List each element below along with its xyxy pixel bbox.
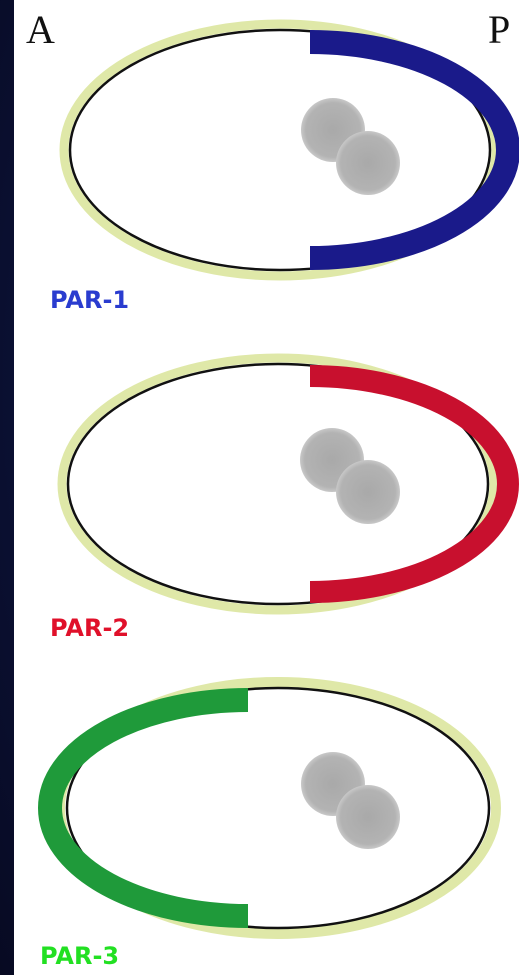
- cell-par3: [38, 677, 501, 939]
- cell-par1-membrane: [68, 28, 492, 272]
- par1-label: PAR-1: [50, 286, 130, 314]
- cell-par1-domain: [309, 30, 519, 270]
- cell-par2-nucleus: [300, 428, 400, 524]
- cell-par2-membrane: [66, 362, 490, 606]
- cell-par1: [59, 19, 519, 281]
- par2-label: PAR-2: [50, 614, 130, 642]
- posterior-label: P: [488, 7, 511, 52]
- par3-label: PAR-3: [40, 942, 120, 970]
- cell-par3-nucleus: [301, 752, 400, 849]
- cell-par2-halo: [57, 353, 499, 615]
- cell-par2-domain: [309, 365, 519, 603]
- cell-par3-domain: [38, 688, 249, 928]
- cell-par3-membrane: [65, 686, 491, 930]
- cell-par1-nucleus: [301, 98, 400, 195]
- cell-par2: [57, 353, 519, 615]
- anterior-label: A: [26, 7, 55, 52]
